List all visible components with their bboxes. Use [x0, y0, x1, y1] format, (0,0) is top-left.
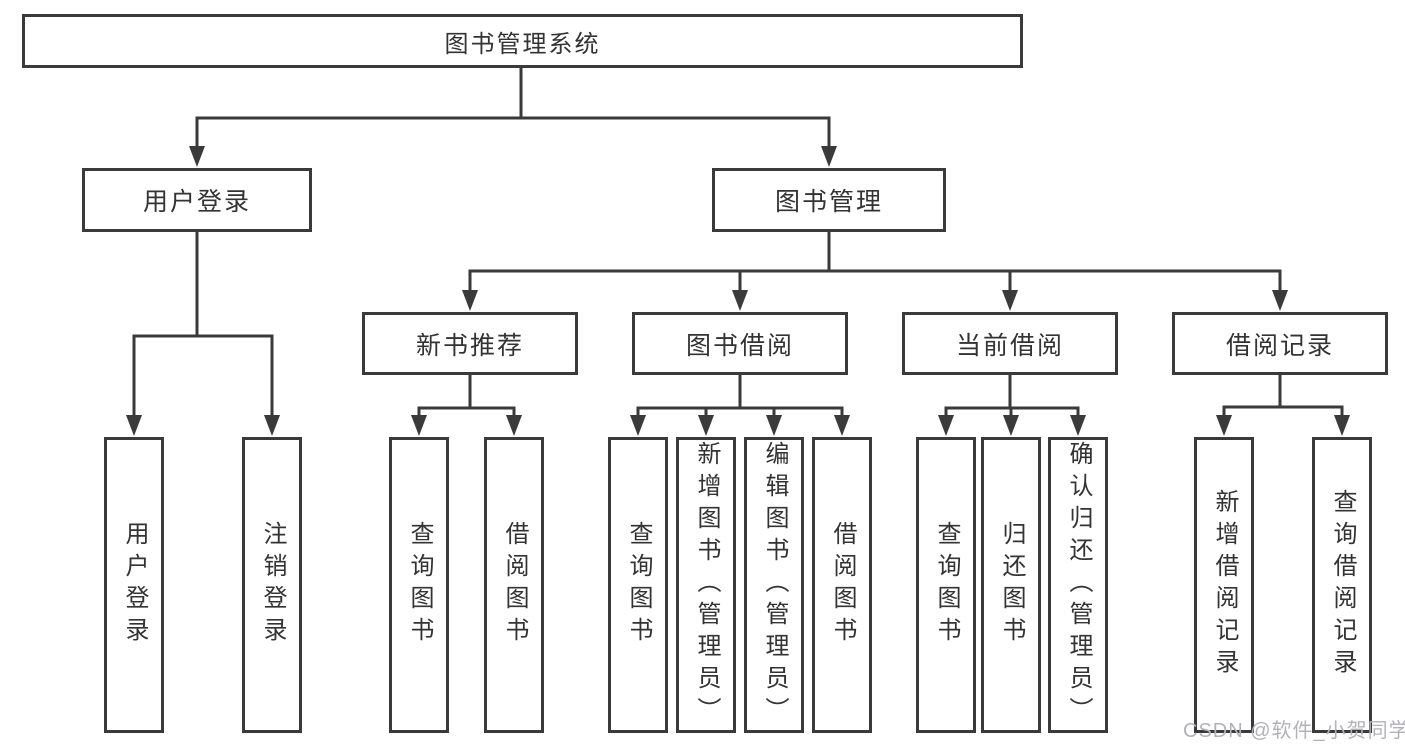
- leaf-recommend-borrow-books: 借阅图书: [484, 437, 544, 733]
- leaf-current-confirm-return-admin: 确认归还（管理员）: [1048, 437, 1108, 733]
- node-new-book-recommend: 新书推荐: [362, 312, 578, 375]
- leaf-borrowing-edit-books-admin: 编辑图书（管理员）: [744, 437, 804, 733]
- leaf-recommend-query-books: 查询图书: [389, 437, 449, 733]
- leaf-borrowing-query-books: 查询图书: [608, 437, 668, 733]
- node-borrowing-records: 借阅记录: [1172, 312, 1388, 375]
- leaf-user-login: 用户登录: [104, 437, 164, 733]
- leaf-current-return-books: 归还图书: [981, 437, 1041, 733]
- leaf-logout: 注销登录: [242, 437, 302, 733]
- node-book-borrowing: 图书借阅: [632, 312, 848, 375]
- node-current-borrowing: 当前借阅: [902, 312, 1118, 375]
- node-user-login: 用户登录: [82, 168, 312, 232]
- csdn-watermark: CSDN @软件_小贺同学: [1183, 720, 1405, 742]
- leaf-records-add-record: 新增借阅记录: [1194, 437, 1254, 733]
- node-book-management: 图书管理: [712, 168, 946, 232]
- node-library-management-system: 图书管理系统: [22, 14, 1023, 68]
- leaf-records-query-record: 查询借阅记录: [1312, 437, 1372, 733]
- leaf-borrowing-borrow-books: 借阅图书: [812, 437, 872, 733]
- arrowheads: [126, 146, 1350, 436]
- leaf-current-query-books: 查询图书: [916, 437, 976, 733]
- leaf-borrowing-add-books-admin: 新增图书（管理员）: [676, 437, 736, 733]
